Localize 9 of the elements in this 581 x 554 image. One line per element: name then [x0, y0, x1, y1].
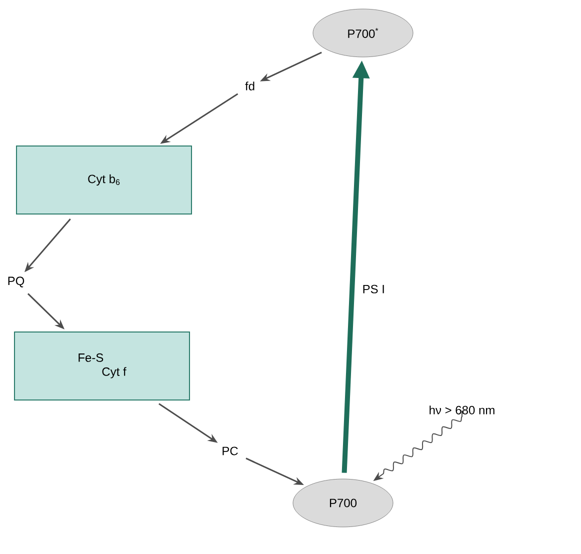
complex-box: Cyt b$_{6}$ [16, 146, 192, 214]
edge-label: PS I [360, 282, 387, 296]
carrier-label: fd [245, 82, 254, 90]
carrier-label: PQ [8, 276, 24, 288]
complex-box: Fe-S Cyt f [14, 332, 190, 400]
ellipse-node: P700$^{*}$ [312, 8, 414, 58]
light-label: hν > 680 nm [430, 406, 494, 414]
ellipse-node: P700 [292, 478, 394, 528]
carrier-label: PC [222, 446, 238, 456]
